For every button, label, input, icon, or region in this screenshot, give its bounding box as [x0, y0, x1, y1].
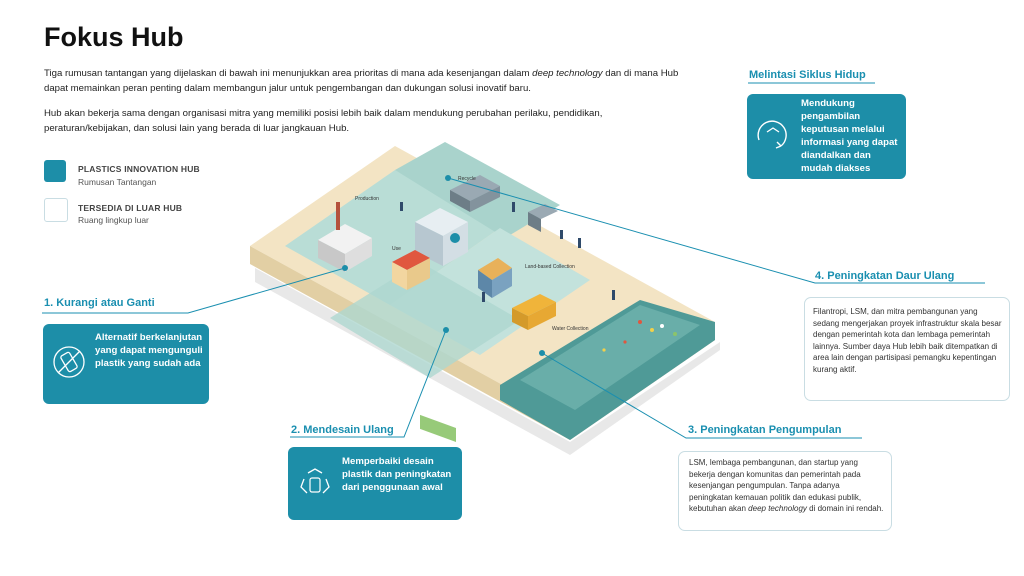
section-3-title: 3. Peningkatan Pengumpulan: [688, 424, 842, 436]
lifecycle-cycle-icon: [757, 120, 787, 149]
lifecycle-card: Mendukung pengambilan keputusan melalui …: [747, 94, 906, 179]
connector-2: [290, 329, 447, 438]
legend-outside-title: TERSEDIA DI LUAR HUB: [78, 203, 183, 213]
section-3-body: LSM, lembaga pembangunan, dan startup ya…: [689, 458, 884, 513]
isometric-illustration: Production Recycle Use Land-based Collec…: [250, 142, 720, 455]
page-title: Fokus Hub: [44, 22, 184, 52]
scene-label-recycle: Recycle: [458, 176, 476, 182]
connector-4: [447, 177, 985, 284]
section-4-body: Filantropi, LSM, dan mitra pembangunan y…: [813, 307, 1002, 374]
connector-1: [42, 267, 346, 314]
section-4-card: Filantropi, LSM, dan mitra pembangunan y…: [804, 297, 1010, 401]
intro-paragraph-2: Hub akan bekerja sama dengan organisasi …: [44, 108, 603, 134]
scene-label-land-collection: Land-based Collection: [525, 264, 575, 270]
section-1-card: Alternatif berkelanjutan yang dapat meng…: [43, 324, 209, 404]
garbage-truck: [512, 294, 556, 330]
market-stall: [392, 250, 456, 442]
recycle-arrows-icon: [300, 468, 330, 494]
section-1-body: Alternatif berkelanjutan yang dapat meng…: [95, 332, 203, 369]
section-2-card: Memperbaiki desain plastik dan peningkat…: [288, 447, 462, 520]
section-2-body: Memperbaiki desain plastik dan peningkat…: [342, 456, 452, 493]
legend-swatch-outside: [44, 198, 68, 222]
zone-use: [330, 262, 520, 378]
bottle-icon: [53, 346, 85, 378]
legend-hub-title: PLASTICS INNOVATION HUB: [78, 164, 200, 174]
lifecycle-title: Melintasi Siklus Hidup: [749, 69, 866, 81]
section-3-card: LSM, lembaga pembangunan, dan startup ya…: [678, 451, 892, 531]
lifecycle-body: Mendukung pengambilan keputusan melalui …: [801, 98, 898, 174]
section-4-title: 4. Peningkatan Daur Ulang: [815, 270, 955, 282]
legend-swatch-hub: [44, 160, 66, 182]
water-debris: [602, 320, 677, 352]
scene-label-production: Production: [355, 196, 379, 202]
legend-outside-subtitle: Ruang lingkup luar: [78, 215, 149, 225]
zone-production: [285, 170, 500, 305]
legend-hub-subtitle: Rumusan Tantangan: [78, 177, 157, 187]
house: [478, 258, 512, 298]
factory-building: [318, 202, 372, 272]
scene-label-water-collection: Water Collection: [552, 326, 589, 332]
recycle-machine: [450, 175, 558, 232]
intro-paragraph-1: Tiga rumusan tantangan yang dijelaskan d…: [44, 68, 679, 94]
people: [400, 202, 615, 302]
section-2-title: 2. Mendesain Ulang: [291, 424, 394, 436]
section-1-title: 1. Kurangi atau Ganti: [44, 297, 155, 309]
connector-3: [541, 352, 862, 439]
scene-label-use: Use: [392, 246, 401, 252]
